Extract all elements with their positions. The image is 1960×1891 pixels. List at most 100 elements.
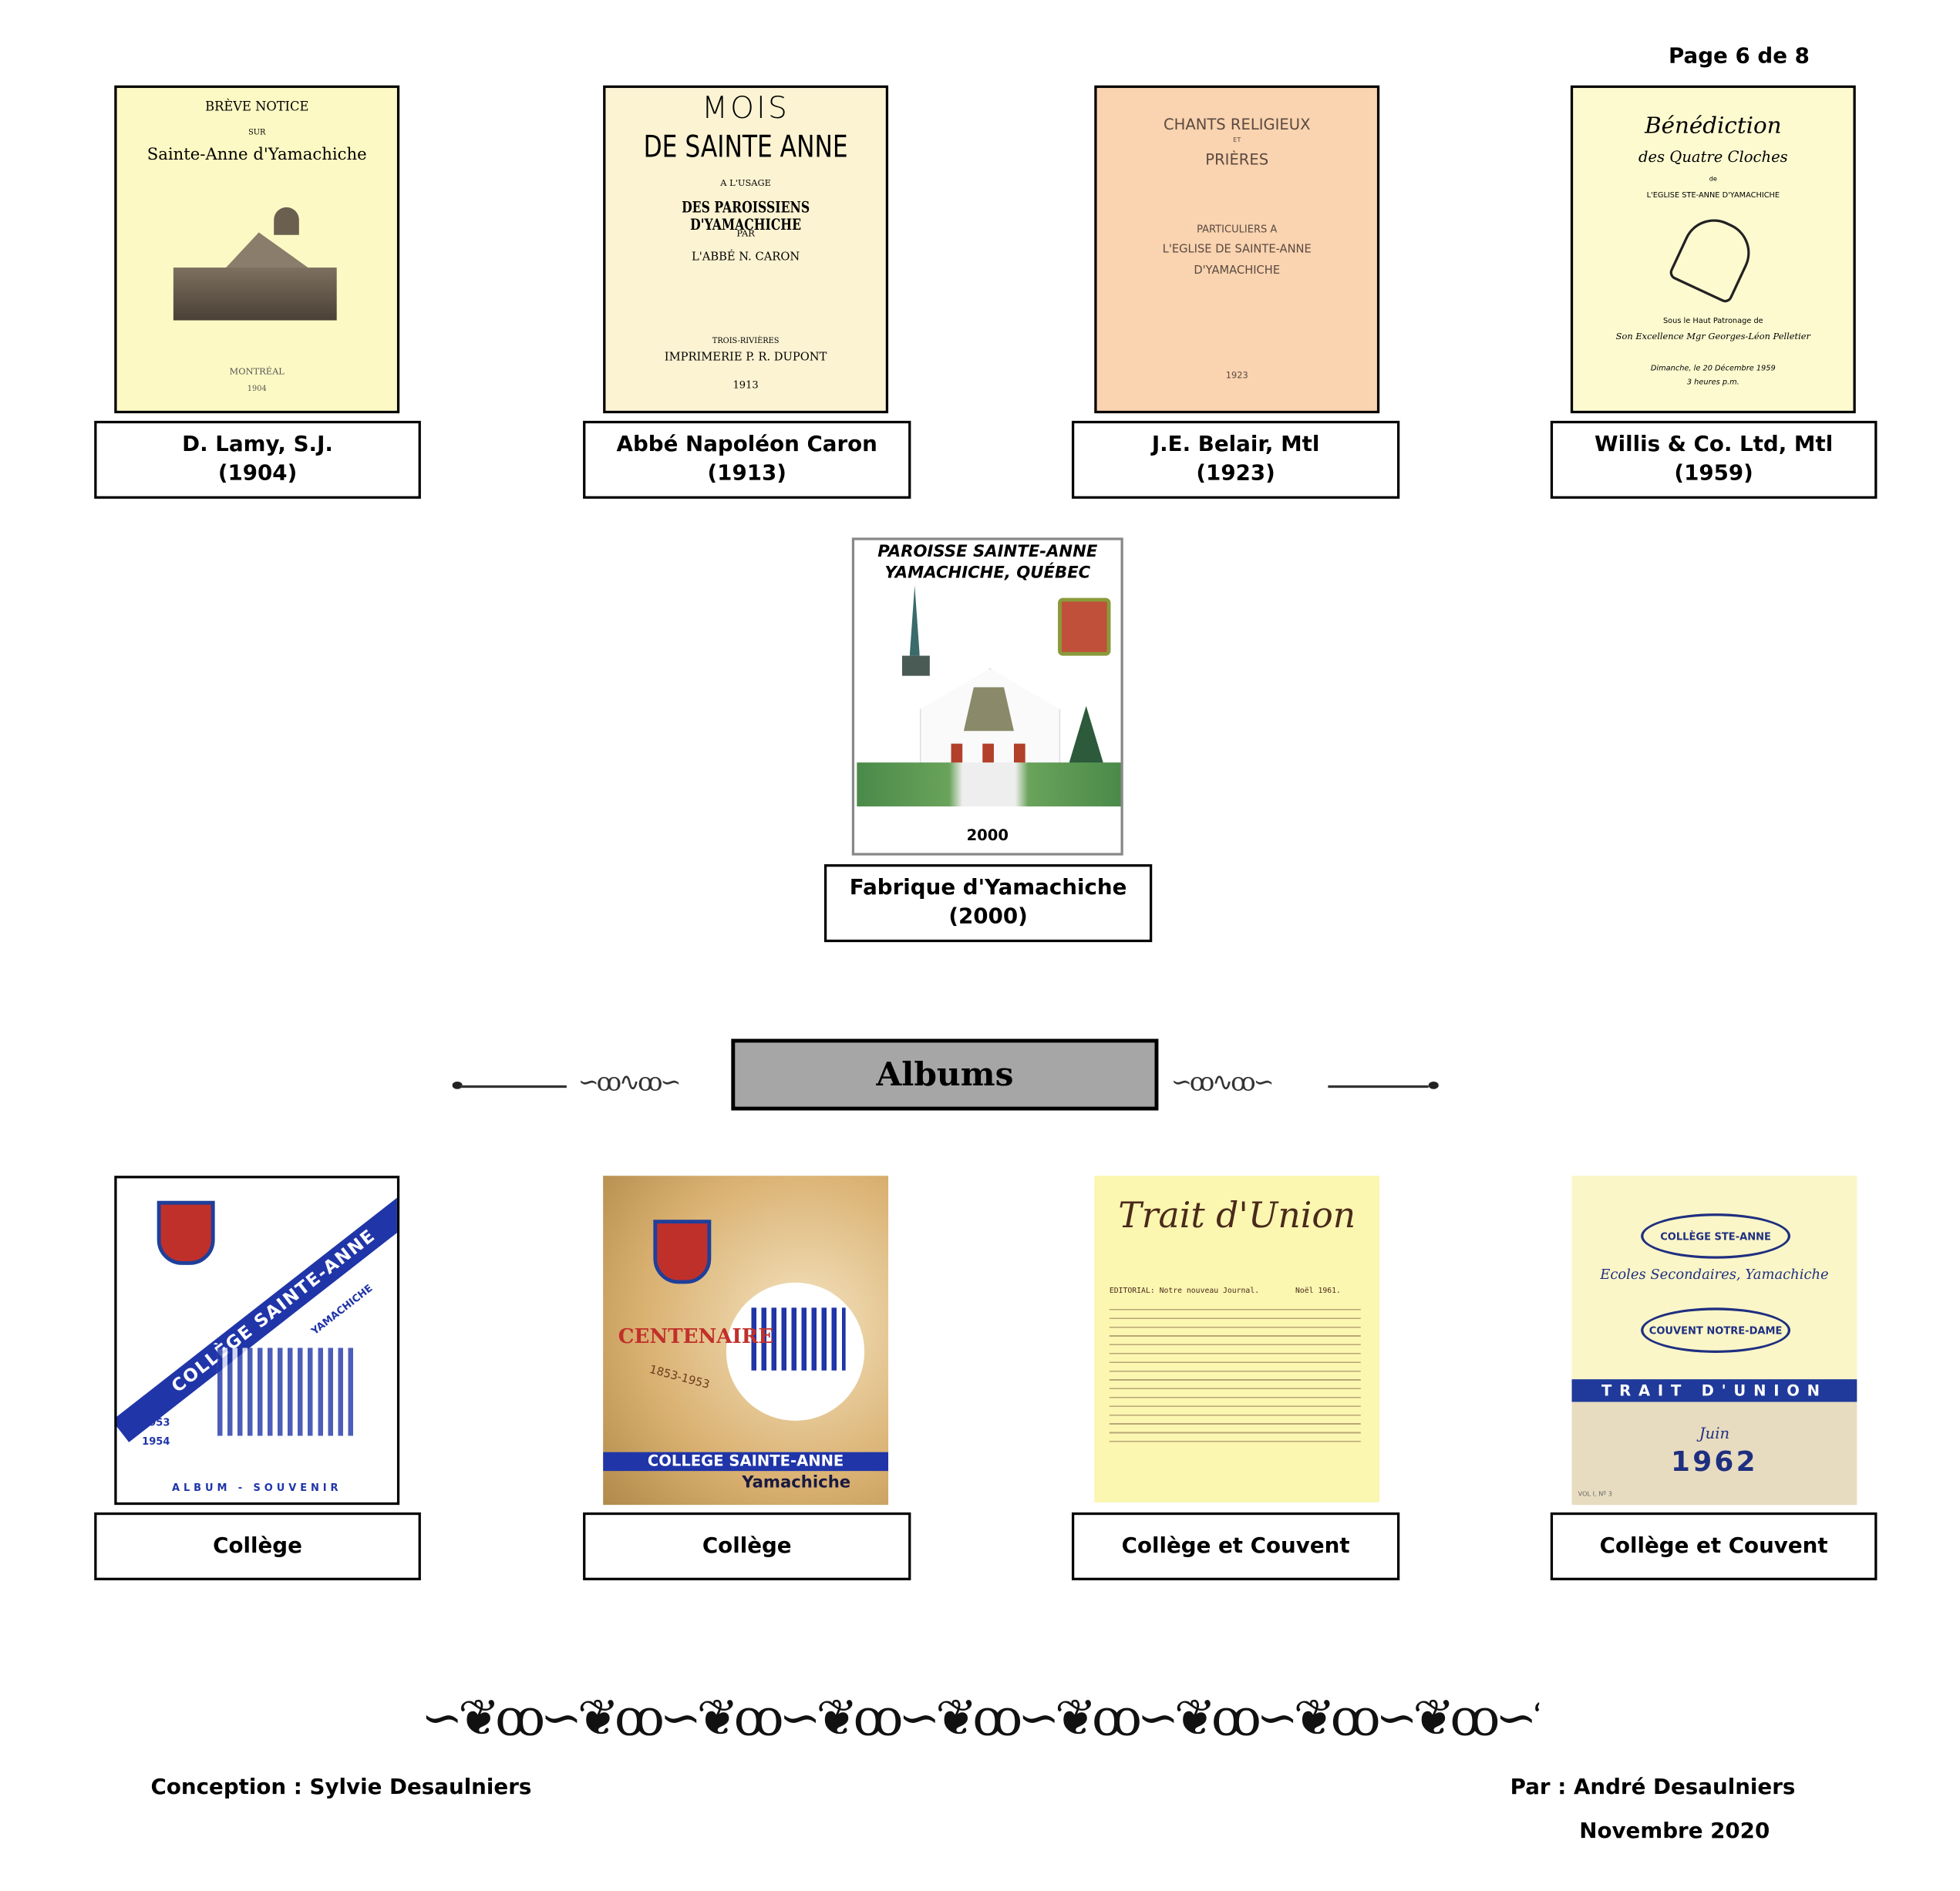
book-cover-mois-sainte-anne: MOIS DE SAINTE ANNE A L'USAGE DES PAROIS… bbox=[603, 85, 889, 414]
album-caption: Collège bbox=[583, 1512, 911, 1580]
cover-text: 1923 bbox=[1225, 370, 1248, 381]
page-number: Page 6 de 8 bbox=[1668, 44, 1810, 69]
album-caption: Collège et Couvent bbox=[1550, 1512, 1877, 1580]
flourish-ornament-left: ∽ꝏ∿ꝏ∽ bbox=[578, 1066, 682, 1097]
cover-text: PRIÈRES bbox=[1205, 150, 1269, 169]
cover-text: Ecoles Secondaires, Yamachiche bbox=[1600, 1266, 1829, 1283]
book-cover-breve-notice: BRÈVE NOTICE SUR Sainte-Anne d'Yamachich… bbox=[114, 85, 400, 414]
album-caption: Collège bbox=[94, 1512, 421, 1580]
book-cover-benediction: Bénédiction des Quatre Cloches de L'EGLI… bbox=[1570, 85, 1856, 414]
caption-text: Collège bbox=[702, 1533, 792, 1559]
caption-author: Abbé Napoléon Caron bbox=[616, 432, 877, 458]
cover-text: MOIS bbox=[702, 90, 790, 126]
cover-text: 1853-1953 bbox=[648, 1364, 711, 1392]
cover-text: L'ABBÉ N. CARON bbox=[691, 251, 800, 264]
flourish-ornament-right: ∽ꝏ∿ꝏ∽ bbox=[1170, 1066, 1275, 1097]
cover-text: 1913 bbox=[732, 379, 759, 391]
book-cover-paroisse-2000: PAROISSE SAINTE-ANNE YAMACHICHE, QUÉBEC … bbox=[851, 537, 1123, 856]
coat-of-arms-icon bbox=[1058, 597, 1111, 656]
cover-text: DE SAINTE ANNE bbox=[643, 129, 848, 165]
caption-year: (1923) bbox=[1196, 461, 1275, 486]
ornament-dot bbox=[452, 1081, 463, 1089]
cover-text: 1962 bbox=[1671, 1447, 1758, 1479]
cover-text: 1953 bbox=[142, 1417, 170, 1428]
cover-text: YAMACHICHE, QUÉBEC bbox=[884, 564, 1091, 584]
cover-text: Trait d'Union bbox=[1118, 1194, 1356, 1237]
cover-text: COUVENT NOTRE-DAME bbox=[1641, 1307, 1791, 1353]
album-cover-college-1953: COLLÈGE SAINTE-ANNE YAMACHICHE 1953 1954… bbox=[114, 1176, 400, 1506]
bell-icon bbox=[1667, 209, 1760, 305]
cover-text: PAROISSE SAINTE-ANNE bbox=[877, 542, 1098, 562]
church-illustration bbox=[161, 207, 349, 321]
college-building bbox=[217, 1348, 356, 1436]
caption-author: Willis & Co. Ltd, Mtl bbox=[1595, 432, 1834, 458]
cover-text: Son Excellence Mgr Georges-Léon Pelletie… bbox=[1615, 331, 1810, 342]
caption-author: D. Lamy, S.J. bbox=[182, 432, 333, 458]
book-caption: D. Lamy, S.J. (1904) bbox=[94, 420, 421, 499]
cover-text: BRÈVE NOTICE bbox=[205, 100, 309, 115]
decorative-border-ornament: ∽❦ꝏ∽❦ꝏ∽❦ꝏ∽❦ꝏ∽❦ꝏ∽❦ꝏ∽❦ꝏ∽❦ꝏ∽❦ꝏ∽❦ꝏ bbox=[420, 1689, 1540, 1748]
cover-text: ALBUM - SOUVENIR bbox=[172, 1482, 342, 1494]
cover-text: L'EGLISE STE-ANNE D'YAMACHICHE bbox=[1646, 190, 1780, 200]
ornament-line bbox=[1328, 1085, 1429, 1089]
cover-text: DES PAROISSIENS D'YAMACHICHE bbox=[682, 198, 810, 234]
cover-text: 1954 bbox=[142, 1435, 170, 1448]
album-cover-trait-union-1961: Trait d'Union EDITORIAL: Notre nouveau J… bbox=[1094, 1176, 1380, 1502]
caption-year: (1959) bbox=[1674, 461, 1753, 486]
cover-text: TROIS-RIVIÈRES bbox=[712, 336, 780, 346]
typed-text-body bbox=[1109, 1304, 1361, 1442]
cover-text: VOL I, Nº 3 bbox=[1578, 1491, 1612, 1499]
crest-icon bbox=[157, 1200, 215, 1265]
crest-icon bbox=[653, 1220, 712, 1284]
cover-text: Sous le Haut Patronage de bbox=[1662, 316, 1763, 326]
cover-text: PARTICULIERS A bbox=[1197, 224, 1278, 235]
album-cover-trait-union-1962: COLLÈGE STE-ANNE Ecoles Secondaires, Yam… bbox=[1571, 1176, 1857, 1506]
cover-text: MONTRÉAL bbox=[229, 366, 285, 377]
college-building bbox=[726, 1282, 865, 1421]
cover-text: PAR bbox=[736, 228, 755, 239]
cover-text: Noël 1961. bbox=[1295, 1286, 1341, 1296]
conception-credit: Conception : Sylvie Desaulniers bbox=[150, 1775, 532, 1801]
book-caption: Abbé Napoléon Caron (1913) bbox=[583, 420, 911, 499]
book-caption: J.E. Belair, Mtl (1923) bbox=[1071, 420, 1400, 499]
caption-author: Fabrique d'Yamachiche bbox=[849, 875, 1127, 901]
albums-heading: Albums bbox=[731, 1038, 1159, 1111]
book-caption: Fabrique d'Yamachiche (2000) bbox=[823, 864, 1153, 943]
album-caption: Collège et Couvent bbox=[1071, 1512, 1400, 1580]
cover-text: Yamachiche bbox=[742, 1473, 851, 1492]
cover-text: Bénédiction bbox=[1645, 113, 1782, 140]
caption-author: J.E. Belair, Mtl bbox=[1151, 432, 1320, 458]
caption-text: Collège et Couvent bbox=[1121, 1533, 1350, 1559]
author-credit: Par : André Desaulniers bbox=[1510, 1775, 1796, 1801]
cover-text: L'EGLISE DE SAINTE-ANNE bbox=[1162, 244, 1312, 257]
cover-text: CENTENAIRE bbox=[618, 1324, 774, 1348]
publication-date: Novembre 2020 bbox=[1579, 1819, 1770, 1845]
cover-text: des Quatre Cloches bbox=[1638, 148, 1788, 167]
cover-text: Dimanche, le 20 Décembre 1959 bbox=[1650, 364, 1776, 373]
caption-year: (1913) bbox=[707, 461, 786, 486]
book-cover-chants-religieux: CHANTS RELIGIEUX ET PRIÈRES PARTICULIERS… bbox=[1094, 85, 1380, 414]
cover-text: de bbox=[1709, 176, 1717, 183]
cover-text: 3 heures p.m. bbox=[1686, 378, 1739, 387]
caption-year: (1904) bbox=[217, 461, 298, 486]
cover-text: A L'USAGE bbox=[720, 178, 771, 189]
cover-text: SUR bbox=[248, 128, 266, 137]
cover-text: 1904 bbox=[247, 384, 267, 394]
cover-text: D'YAMACHICHE bbox=[1194, 264, 1281, 278]
cover-text: Sainte-Anne d'Yamachiche bbox=[146, 146, 367, 165]
cover-text: TRAIT D'UNION bbox=[1571, 1379, 1857, 1402]
caption-text: Collège et Couvent bbox=[1599, 1533, 1828, 1559]
caption-year: (2000) bbox=[948, 904, 1028, 930]
cover-text: COLLEGE SAINTE-ANNE bbox=[603, 1452, 889, 1472]
album-cover-centenaire: CENTENAIRE 1853-1953 COLLEGE SAINTE-ANNE… bbox=[603, 1176, 889, 1506]
cover-text: COLLÈGE STE-ANNE bbox=[1641, 1213, 1791, 1259]
ornament-dot bbox=[1428, 1081, 1439, 1089]
ornament-line bbox=[460, 1085, 567, 1089]
cover-text: ET bbox=[1233, 136, 1241, 145]
cover-text: Juin bbox=[1699, 1424, 1730, 1442]
caption-text: Collège bbox=[213, 1533, 302, 1559]
book-caption: Willis & Co. Ltd, Mtl (1959) bbox=[1550, 420, 1877, 499]
church-photo bbox=[857, 585, 1121, 823]
cover-text: EDITORIAL: Notre nouveau Journal. bbox=[1109, 1286, 1260, 1296]
